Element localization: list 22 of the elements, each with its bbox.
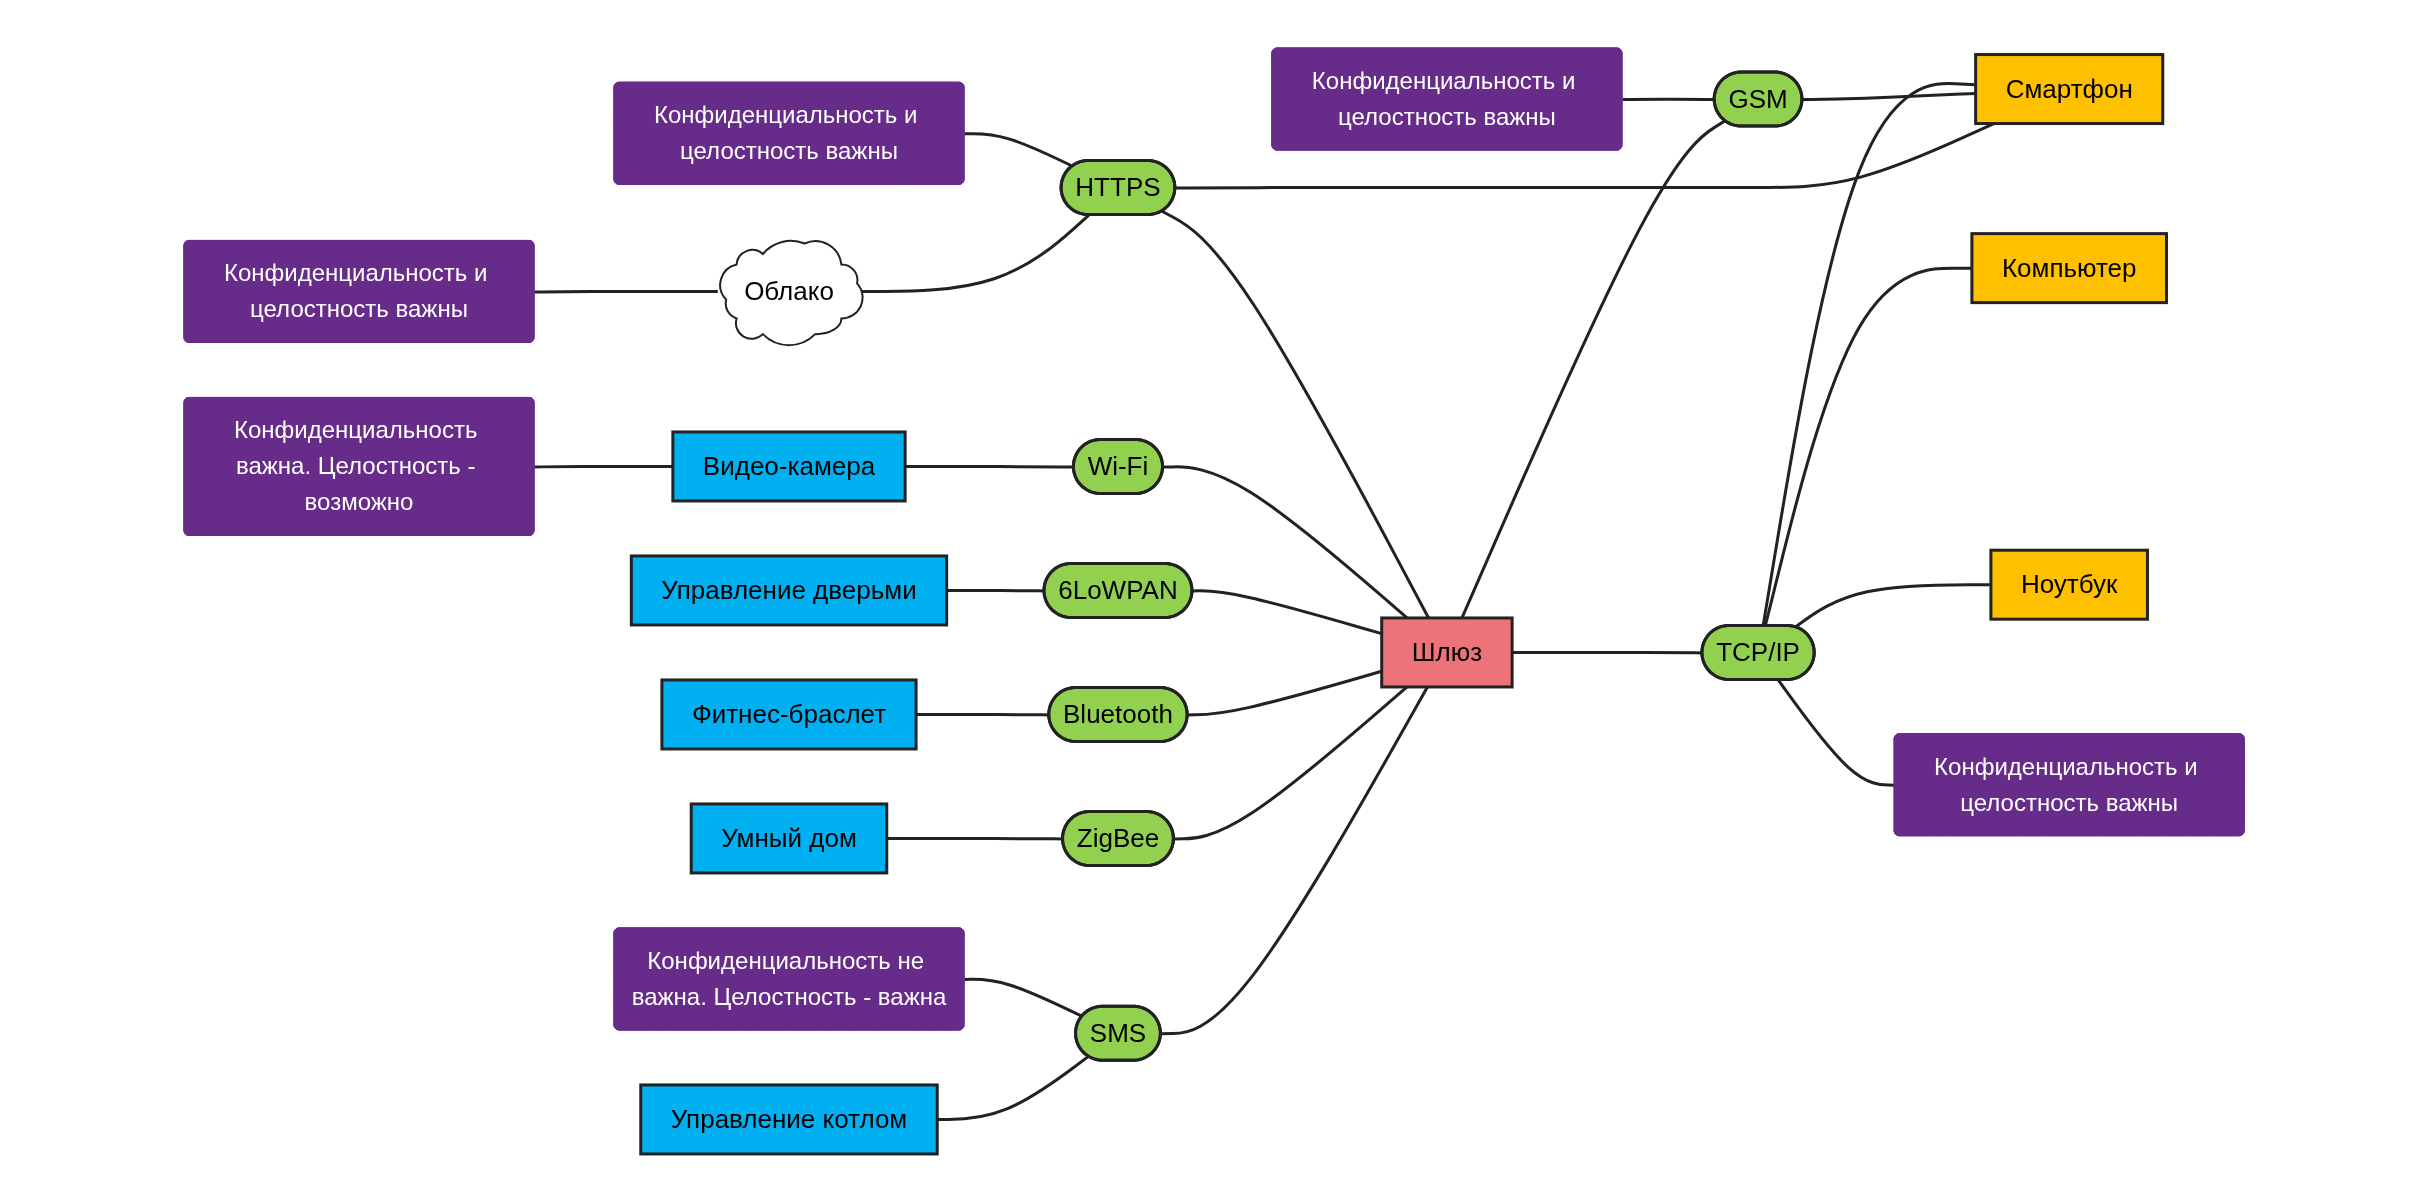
connector bbox=[946, 588, 1045, 593]
connector bbox=[534, 464, 673, 469]
connector bbox=[905, 464, 1074, 469]
connector bbox=[937, 1055, 1090, 1121]
node-box: Смартфон bbox=[1974, 53, 2165, 126]
connector bbox=[1776, 679, 1895, 787]
connector bbox=[1802, 91, 1976, 102]
node-box: Компьютер bbox=[1970, 232, 2168, 305]
connector bbox=[1160, 686, 1429, 1036]
node-box: Управление дверьми bbox=[629, 554, 949, 627]
connector bbox=[534, 289, 718, 294]
node-box: Шлюз bbox=[1380, 616, 1514, 689]
node-box: Фитнес-браслет bbox=[660, 678, 918, 751]
connector bbox=[1794, 583, 1991, 629]
connector bbox=[964, 977, 1083, 1018]
connector bbox=[886, 836, 1063, 841]
node-box: Ноутбук bbox=[1989, 548, 2149, 621]
connector bbox=[1622, 97, 1715, 102]
node-box: Управление котлом bbox=[639, 1083, 939, 1156]
connector bbox=[964, 132, 1074, 168]
node-box: Видео-камера bbox=[671, 430, 907, 503]
node-box: Умный дом bbox=[689, 802, 889, 875]
